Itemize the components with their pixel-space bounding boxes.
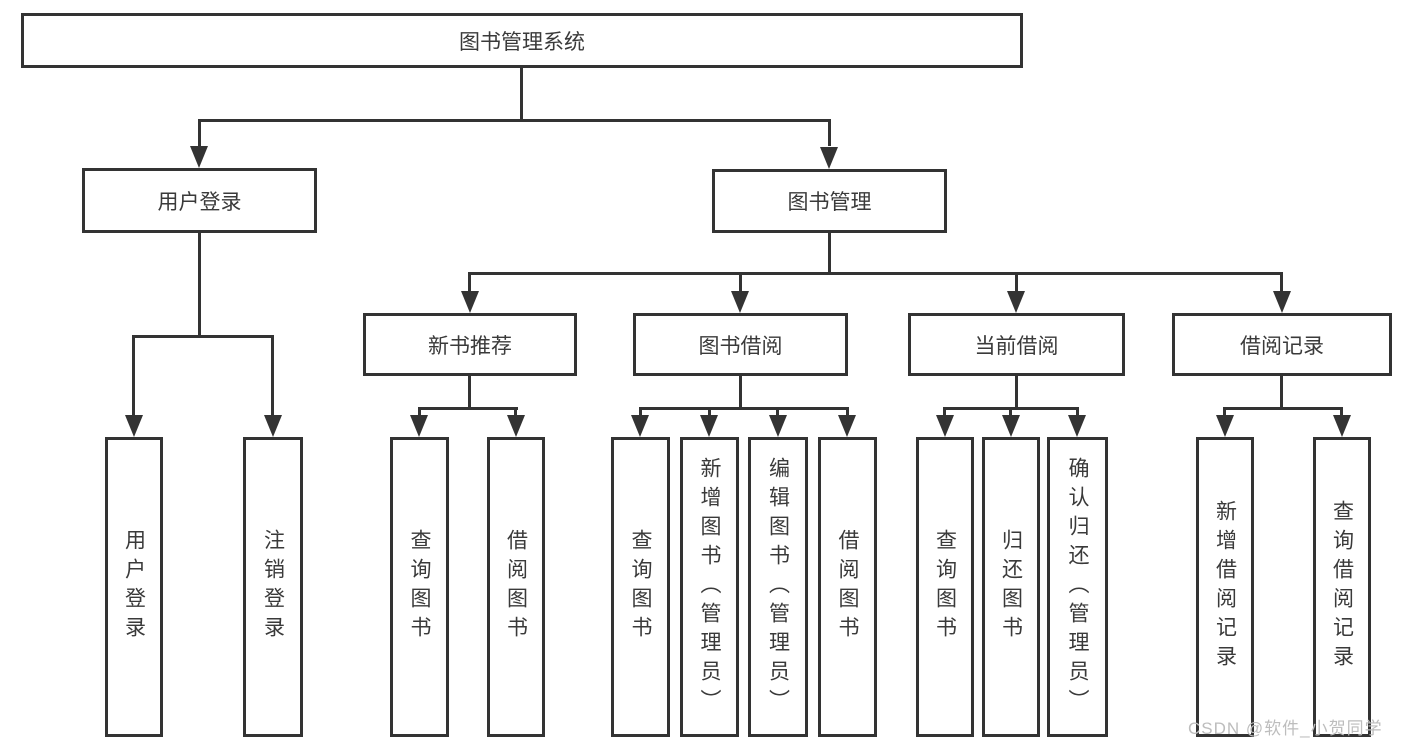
arrowhead-icon bbox=[1216, 415, 1234, 437]
edge-user-login-crossbar bbox=[132, 335, 274, 338]
arrowhead-icon bbox=[700, 415, 718, 437]
edge-borrowing-records-crossbar bbox=[1223, 407, 1343, 410]
arrowhead-icon bbox=[1068, 415, 1086, 437]
node-borrowing-records: 借阅记录 bbox=[1172, 313, 1392, 376]
leaf-edit-book-admin: 编辑图书（管理员） bbox=[748, 437, 808, 737]
leaf-query-books-borrowing: 查询图书 bbox=[611, 437, 670, 737]
edge-current-borrowing-stem bbox=[1015, 376, 1018, 407]
arrowhead-icon bbox=[731, 291, 749, 313]
leaf-borrow-books-recommend: 借阅图书 bbox=[487, 437, 545, 737]
arrowhead-icon bbox=[125, 415, 143, 437]
node-book-management: 图书管理 bbox=[712, 169, 947, 233]
edge-to-leaf bbox=[514, 407, 517, 415]
leaf-confirm-return-admin: 确认归还（管理员） bbox=[1047, 437, 1108, 737]
leaf-label: 归还图书 bbox=[999, 529, 1023, 645]
edge-to-leaf bbox=[846, 407, 849, 415]
edge-to-leaf bbox=[1223, 407, 1226, 415]
leaf-label: 确认归还（管理员） bbox=[1066, 456, 1089, 718]
arrowhead-icon bbox=[190, 146, 208, 168]
edge-book-management-stem bbox=[828, 233, 831, 272]
edge-root-crossbar bbox=[198, 119, 831, 122]
edge-to-new-book-recommendation bbox=[468, 272, 471, 291]
node-label: 图书管理系统 bbox=[459, 30, 585, 54]
leaf-label: 新增图书（管理员） bbox=[698, 456, 721, 718]
leaf-label: 借阅图书 bbox=[836, 529, 859, 645]
leaf-query-books-recommend: 查询图书 bbox=[390, 437, 449, 737]
leaf-user-login: 用户登录 bbox=[105, 437, 163, 737]
arrowhead-icon bbox=[631, 415, 649, 437]
arrowhead-icon bbox=[264, 415, 282, 437]
leaf-add-book-admin: 新增图书（管理员） bbox=[680, 437, 739, 737]
arrowhead-icon bbox=[820, 147, 838, 169]
edge-new-book-stem bbox=[468, 376, 471, 407]
arrowhead-icon bbox=[410, 415, 428, 437]
edge-to-leaf-user-login bbox=[132, 335, 135, 415]
leaf-borrow-books-borrowing: 借阅图书 bbox=[818, 437, 877, 737]
leaf-label: 编辑图书（管理员） bbox=[766, 456, 790, 718]
node-label: 当前借阅 bbox=[974, 334, 1059, 358]
edge-user-login-stem bbox=[198, 233, 201, 335]
arrowhead-icon bbox=[1002, 415, 1020, 437]
leaf-label: 借阅图书 bbox=[504, 529, 528, 645]
arrowhead-icon bbox=[1333, 415, 1351, 437]
edge-to-leaf-logout bbox=[271, 335, 274, 415]
arrowhead-icon bbox=[838, 415, 856, 437]
edge-root-to-book-management bbox=[828, 119, 831, 146]
leaf-logout: 注销登录 bbox=[243, 437, 303, 737]
edge-to-leaf bbox=[943, 407, 946, 415]
node-label: 新书推荐 bbox=[428, 334, 512, 358]
leaf-return-books: 归还图书 bbox=[982, 437, 1040, 737]
edge-to-leaf bbox=[639, 407, 642, 415]
node-book-borrowing: 图书借阅 bbox=[633, 313, 848, 376]
edge-to-borrowing-records bbox=[1280, 272, 1283, 291]
node-current-borrowing: 当前借阅 bbox=[908, 313, 1125, 376]
edge-new-book-crossbar bbox=[418, 407, 518, 410]
edge-root-to-user-login bbox=[198, 119, 201, 146]
edge-to-leaf bbox=[708, 407, 711, 415]
leaf-label: 注销登录 bbox=[261, 529, 285, 645]
node-user-login: 用户登录 bbox=[82, 168, 317, 233]
edge-book-borrowing-crossbar bbox=[639, 407, 849, 410]
edge-to-leaf bbox=[776, 407, 779, 415]
arrowhead-icon bbox=[936, 415, 954, 437]
arrowhead-icon bbox=[769, 415, 787, 437]
edge-to-leaf bbox=[418, 407, 421, 415]
edge-root-stem bbox=[520, 68, 523, 119]
leaf-label: 用户登录 bbox=[122, 529, 146, 645]
node-library-management-system: 图书管理系统 bbox=[21, 13, 1023, 68]
edge-to-leaf bbox=[1076, 407, 1079, 415]
arrowhead-icon bbox=[461, 291, 479, 313]
leaf-label: 查询图书 bbox=[933, 529, 957, 645]
leaf-query-books-current: 查询图书 bbox=[916, 437, 974, 737]
node-label: 借阅记录 bbox=[1240, 334, 1324, 358]
edge-book-borrowing-stem bbox=[739, 376, 742, 407]
leaf-label: 查询图书 bbox=[629, 529, 652, 645]
leaf-label: 查询借阅记录 bbox=[1330, 500, 1354, 674]
csdn-watermark: CSDN @软件_小贺同学 bbox=[1188, 719, 1383, 738]
arrowhead-icon bbox=[1007, 291, 1025, 313]
leaf-add-borrow-record: 新增借阅记录 bbox=[1196, 437, 1254, 737]
leaf-label: 查询图书 bbox=[408, 529, 431, 645]
leaf-label: 新增借阅记录 bbox=[1213, 500, 1237, 674]
edge-borrowing-records-stem bbox=[1280, 376, 1283, 407]
edge-to-book-borrowing bbox=[739, 272, 742, 291]
arrowhead-icon bbox=[507, 415, 525, 437]
node-label: 图书管理 bbox=[787, 191, 872, 214]
leaf-query-borrow-record: 查询借阅记录 bbox=[1313, 437, 1371, 737]
edge-to-leaf bbox=[1340, 407, 1343, 415]
edge-to-leaf bbox=[1009, 407, 1012, 415]
node-label: 图书借阅 bbox=[698, 334, 783, 358]
arrowhead-icon bbox=[1273, 291, 1291, 313]
node-new-book-recommendation: 新书推荐 bbox=[363, 313, 577, 376]
edge-to-current-borrowing bbox=[1015, 272, 1018, 291]
node-label: 用户登录 bbox=[157, 190, 242, 214]
edge-book-management-crossbar bbox=[468, 272, 1283, 275]
